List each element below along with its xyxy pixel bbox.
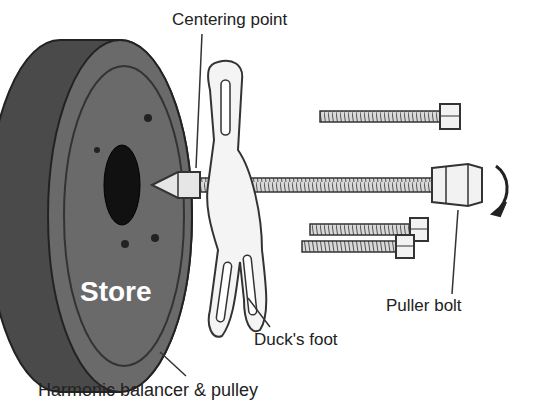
- rotation-arrow: [492, 166, 507, 216]
- ducks-foot-plate: [207, 61, 266, 337]
- part-label: Centering point: [172, 10, 287, 30]
- adapter-bolts: [302, 104, 460, 258]
- part-label: Harmonic balancer & pulley: [38, 380, 258, 401]
- harmonic-balancer: [0, 40, 192, 392]
- watermark: Store: [80, 276, 152, 308]
- part-label: Duck's foot: [254, 330, 338, 350]
- leader-lines: [160, 34, 458, 376]
- centering-point: [152, 172, 200, 198]
- part-label: Puller bolt: [386, 296, 462, 316]
